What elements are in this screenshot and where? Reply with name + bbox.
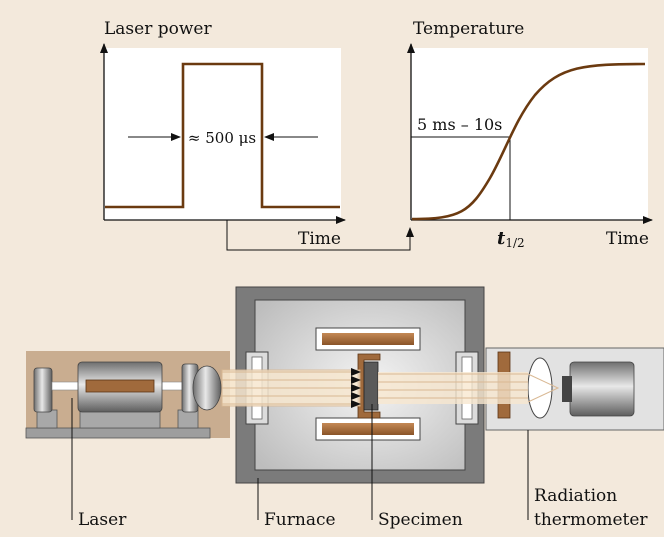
pulse-to-response-arrow (226, 220, 414, 251)
heater-bottom-element (322, 423, 414, 435)
thermometer-detector-front (562, 376, 572, 402)
specimen (363, 361, 379, 411)
laser-beam (221, 368, 361, 408)
radiation-rays (378, 372, 560, 404)
laser-power-plot: ≈ 500 μs Laser power Time (100, 19, 346, 249)
laser-rod (85, 379, 155, 393)
laser-mirror-mount-right (177, 409, 199, 429)
temperature-plot-area (411, 48, 648, 220)
furnace-label: Furnace (264, 510, 336, 530)
thermometer-label-line1: Radiation (534, 486, 617, 506)
temperature-rise-curve (411, 62, 646, 221)
laser-label: Laser (78, 510, 127, 530)
laser-power-title: Laser power (104, 19, 212, 39)
temperature-x-label: Time (606, 229, 649, 249)
heater-top-element (322, 333, 414, 345)
t-half-label: t1/2 (497, 228, 525, 250)
thermometer-detector (569, 361, 635, 417)
delay-range-label: 5 ms – 10s (417, 115, 502, 134)
temperature-plot: Temperature 5 ms – 10s Time t1/2 (407, 19, 653, 250)
laser-pulse-curve (105, 62, 340, 209)
thermometer-label-line2: thermometer (534, 510, 648, 530)
laser-power-x-label: Time (298, 229, 341, 249)
laser-rear-mirror (33, 367, 53, 413)
laser-mirror-mount-left (36, 409, 58, 429)
laser-power-plot-area (104, 48, 341, 220)
laser-base-plate (25, 427, 211, 439)
labels: Laser Furnace Specimen Radiation thermom… (71, 398, 648, 530)
laser-cavity-stand (79, 409, 161, 429)
laser-output-lens (192, 365, 222, 411)
specimen-holder (357, 353, 381, 419)
radiation-focus (527, 373, 560, 403)
radiation-band (378, 372, 528, 404)
pulse-width-label: ≈ 500 μs (188, 129, 256, 147)
thermometer-lens (527, 357, 553, 419)
temperature-title: Temperature (413, 19, 524, 39)
laser-assembly (25, 351, 230, 439)
specimen-label: Specimen (378, 510, 463, 530)
